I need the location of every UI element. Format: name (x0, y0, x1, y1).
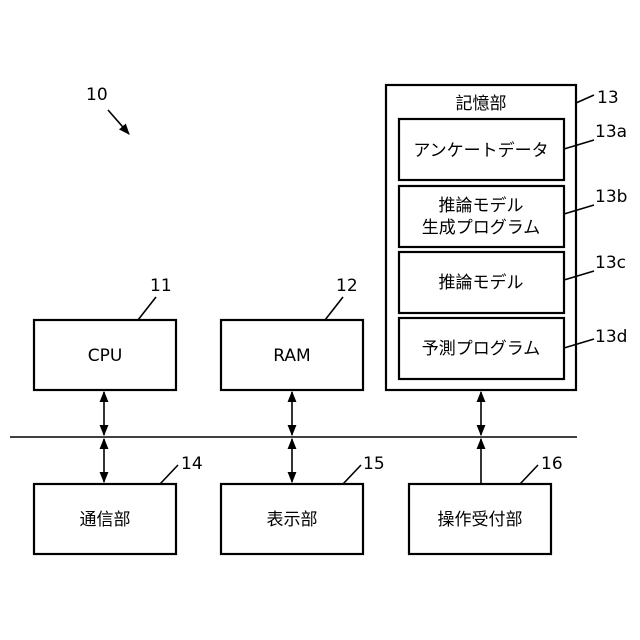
storage-item-ref: 13c (595, 253, 626, 273)
display-leader-line (343, 465, 361, 484)
input-leader-line (520, 465, 538, 484)
cpu-ref: 11 (150, 276, 172, 296)
figure-ref-arrow (108, 110, 129, 134)
comm-label: 通信部 (80, 510, 131, 530)
figure-ref-label: 10 (86, 85, 108, 105)
cpu-leader-line (138, 297, 156, 320)
storage-item-label: 予測プログラム (422, 339, 541, 359)
storage-item-label: 生成プログラム (422, 218, 541, 238)
storage-item-label: 推論モデル (439, 195, 524, 216)
storage-item-label: 推論モデル (439, 272, 524, 293)
storage-item-ref: 13d (595, 327, 627, 347)
input-label: 操作受付部 (438, 510, 523, 530)
comm-ref: 14 (181, 454, 203, 474)
storage-item-ref: 13a (595, 122, 627, 142)
cpu-label: CPU (88, 346, 123, 366)
storage-ref: 13 (597, 88, 619, 108)
storage-leader-line (576, 95, 594, 103)
storage-item-label: アンケートデータ (413, 140, 548, 161)
display-ref: 15 (363, 454, 385, 474)
input-ref: 16 (541, 454, 563, 474)
comm-leader-line (160, 465, 178, 484)
storage-item-ref: 13b (595, 187, 627, 207)
storage-label: 記憶部 (456, 94, 507, 114)
display-label: 表示部 (267, 510, 318, 530)
ram-label: RAM (273, 346, 310, 366)
ram-ref: 12 (336, 276, 358, 296)
ram-leader-line (325, 297, 343, 320)
